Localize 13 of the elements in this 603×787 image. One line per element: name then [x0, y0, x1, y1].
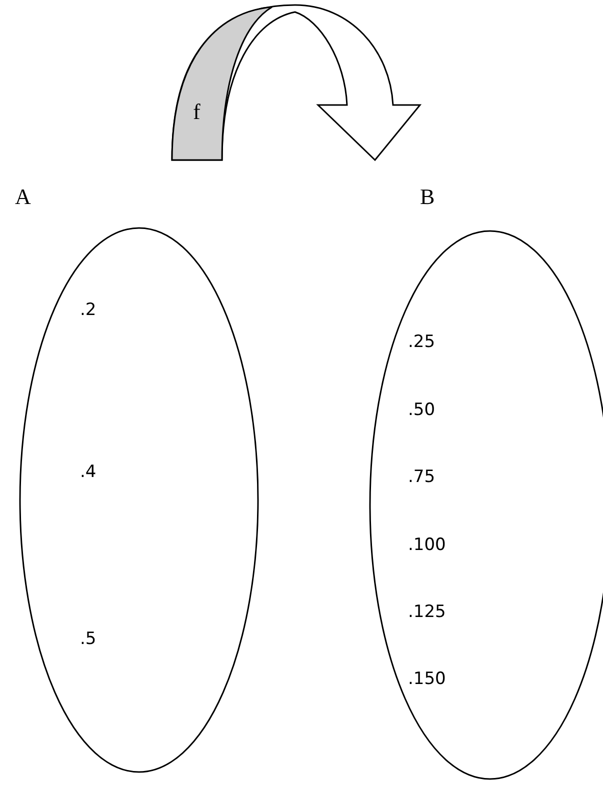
set-element: .2 [80, 300, 96, 320]
set-element: .75 [408, 467, 436, 487]
set-element: .4 [80, 462, 96, 482]
set-element: .25 [408, 332, 436, 352]
set-name: A [15, 185, 31, 209]
set-element: .50 [408, 400, 436, 420]
set-name: B [420, 185, 435, 209]
set-element: .5 [80, 629, 96, 649]
set-element: .150 [408, 669, 446, 689]
set-element: .125 [408, 602, 446, 622]
curved-arrow [171, 4, 421, 161]
edge-label: f [193, 100, 200, 124]
set-element: .100 [408, 535, 446, 555]
